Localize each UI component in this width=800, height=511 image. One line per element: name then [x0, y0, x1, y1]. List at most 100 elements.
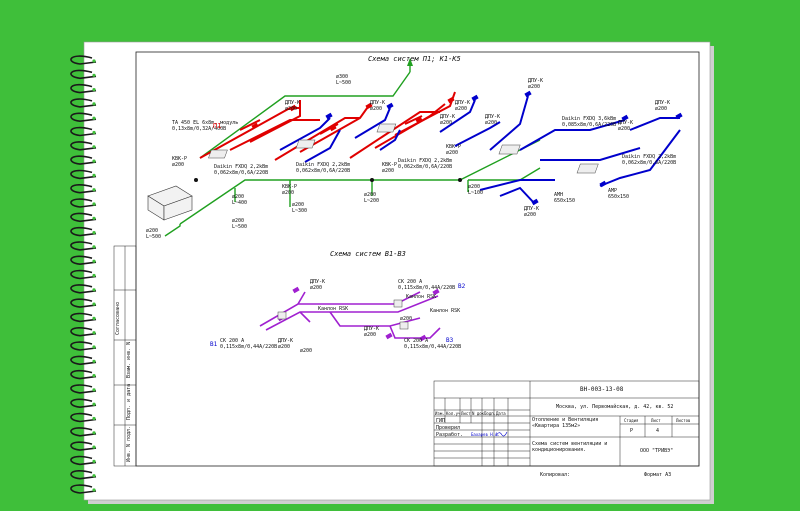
label-kanlon-1: Канлон RSK: [406, 294, 436, 300]
spiral-ring: [70, 455, 97, 466]
tag-b3: В3: [446, 337, 454, 344]
spiral-ring: [70, 169, 97, 180]
label-dpu-k-b2: ДПУ-К: [278, 338, 293, 344]
spiral-hole: [92, 216, 96, 220]
label-kvk-r-2: КВК-Р: [282, 184, 297, 190]
spiral-hole: [92, 159, 96, 163]
label-d200-mid: ø200: [232, 194, 244, 200]
spiral-hole: [92, 459, 96, 463]
spiral-ring: [70, 112, 97, 123]
col-kol: Кол.уч: [446, 411, 461, 416]
label-amn: АМН: [554, 192, 563, 198]
label-l500-bottom: L~500: [232, 224, 247, 230]
spiral-hole: [92, 259, 96, 263]
spiral-ring: [70, 384, 97, 394]
label-d200-b2: ø200: [278, 344, 290, 350]
label-dpu-k-2: ДПУ-К: [370, 100, 385, 106]
col-podp: Подп.: [484, 411, 496, 416]
spiral-hole: [92, 331, 96, 335]
spiral-ring: [70, 427, 97, 437]
label-daikin3: Daikin FXDQ 2,2kBm: [398, 158, 452, 164]
spiral-hole: [92, 273, 96, 278]
spiral-ring: [70, 126, 97, 137]
label-amn-size: 650x150: [554, 198, 575, 204]
label-dpu-k-6: ДПУ-К: [618, 120, 633, 126]
spiral-hole: [92, 145, 96, 149]
side-sign-label: Подп. и дата: [126, 384, 132, 420]
spiral-ring: [70, 298, 97, 308]
label-kvk-r-4: КВК-Р: [446, 144, 461, 150]
label-d200-2: ø200: [370, 106, 382, 112]
paper: [83, 41, 711, 501]
green-arrow-up: [407, 58, 413, 66]
row-razrab: Разработ.: [436, 431, 463, 438]
label-daikin5: Daikin FXDQ 2,2kBm: [622, 154, 676, 160]
spiral-hole: [92, 474, 96, 478]
spiral-hole: [92, 345, 96, 349]
label-d200-6: ø200: [618, 126, 630, 132]
label-d200-b4: ø200: [400, 316, 412, 322]
label-d200-8: ø200: [440, 120, 452, 126]
spiral-hole: [92, 445, 96, 449]
label-daikin3-spec: 0,062x8m/0,6A/220В: [398, 164, 452, 170]
spiral-ring: [70, 441, 97, 451]
col-ndok: N док.: [472, 411, 486, 416]
spiral-ring: [70, 69, 97, 80]
spiral-ring: [70, 198, 97, 208]
label-l100: L~100: [468, 190, 483, 196]
spiral-ring: [70, 327, 97, 337]
spiral-hole: [92, 374, 96, 378]
spiral-ring: [70, 184, 97, 194]
spiral-ring: [70, 98, 97, 108]
title-block-grid: [433, 380, 700, 467]
supply-diffusers: [251, 96, 455, 132]
spiral-ring: [70, 155, 97, 165]
label-d200-l300: ø200: [292, 202, 304, 208]
spiral-hole: [92, 431, 96, 435]
stage-value: Р: [630, 428, 633, 434]
label-daikin1-spec: 0,062x8m/0,6A/220В: [214, 170, 268, 176]
junction-dot: [370, 178, 374, 182]
spiral-hole: [92, 102, 96, 106]
label-d200-kvk1: ø200: [172, 162, 184, 168]
label-d200-5: ø200: [655, 106, 667, 112]
spiral-ring: [70, 226, 97, 237]
spiral-hole: [92, 202, 96, 206]
spiral-hole: [92, 288, 96, 292]
col-data: Дата: [496, 411, 506, 416]
label-ck200-right: СК 200 А: [404, 338, 428, 344]
side-stamp: [113, 245, 137, 467]
label-kanlon-2: Канлон RSK: [318, 306, 348, 312]
label-d200-kvk4: ø200: [446, 150, 458, 156]
side-inv-label: Инв. N подл.: [126, 426, 132, 462]
label-dpu-k-4: ДПУ-К: [528, 78, 543, 84]
label-l500-left: L~500: [146, 234, 161, 240]
stage-header: Стадия: [624, 418, 638, 423]
col-list: Лист: [461, 411, 471, 416]
label-dpu-k-8: ДПУ-К: [440, 114, 455, 120]
spiral-hole: [92, 231, 96, 235]
spiral-ring: [70, 284, 97, 294]
spiral-ring: [70, 269, 97, 280]
spiral-hole: [92, 316, 96, 320]
label-d200-1: ø200: [285, 106, 297, 112]
label-kvk-r-1: КВК-Р: [172, 156, 187, 162]
spiral-hole: [92, 488, 96, 492]
spiral-ring: [70, 241, 97, 251]
label-d200-l200: ø200: [364, 192, 376, 198]
junction-dot: [194, 178, 198, 182]
label-d200-4: ø200: [528, 84, 540, 90]
address: Москва, ул. Первомайская, д. 42, кв. 52: [556, 404, 673, 410]
label-ck200-right-spec: 0,115x8m/0,44A/220В: [404, 344, 461, 350]
label-dpu-k-1: ДПУ-К: [285, 100, 300, 106]
spiral-ring: [70, 255, 97, 266]
company: ООО "ТРИВЭ": [640, 448, 673, 454]
format-label: Формат А3: [644, 472, 671, 478]
label-l200: L~200: [364, 198, 379, 204]
col-izm: Изм.: [435, 411, 445, 416]
tag-b2: В2: [458, 283, 466, 290]
spiral-hole: [92, 59, 96, 63]
label-l300: L~300: [292, 208, 307, 214]
spiral-ring: [70, 212, 97, 223]
